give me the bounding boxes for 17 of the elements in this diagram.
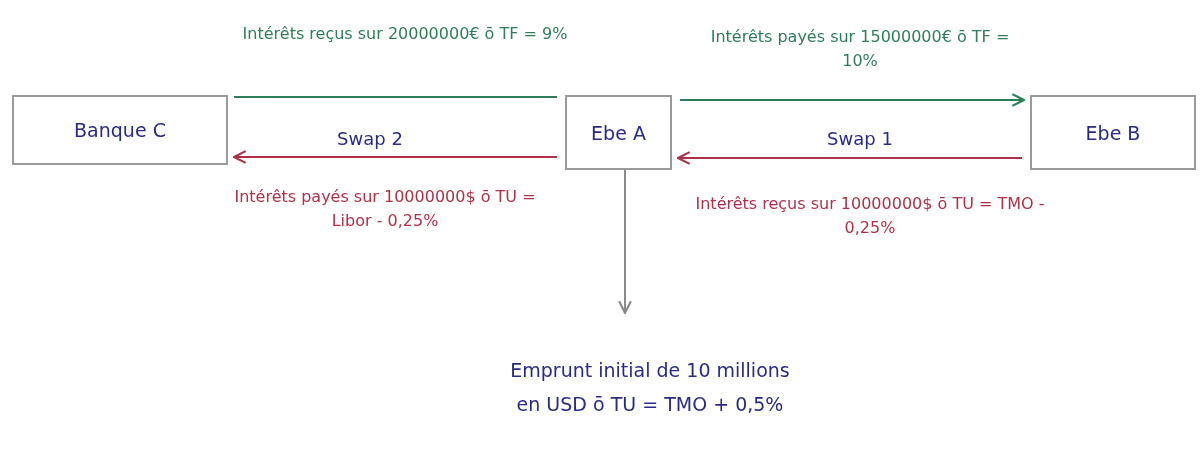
entity-box bbox=[565, 95, 672, 170]
edge-label: Intérêts payés sur 10000000$ ō TU = Libor - 0,25% bbox=[233, 186, 537, 232]
swap-label: Swap 1 bbox=[826, 128, 894, 149]
note-text: Emprunt initial de 10 millions en USD ō TU = TMO + 0,5% bbox=[509, 358, 791, 417]
entity-name: Banque C bbox=[74, 119, 166, 141]
edge-label: Intérêts reçus sur 10000000$ ō TU = TMO - 0,25% bbox=[694, 193, 1046, 239]
arrow bbox=[676, 151, 1023, 165]
arrow bbox=[679, 93, 1026, 107]
edge-label: Intérêts reçus sur 20000000€ ō TF = 9% bbox=[241, 23, 569, 45]
arrow bbox=[618, 169, 632, 315]
swap-label: Swap 2 bbox=[336, 128, 404, 149]
arrow bbox=[232, 150, 558, 164]
entity-box bbox=[12, 95, 228, 165]
entity-name: Ebe A bbox=[591, 121, 646, 144]
edge-label: Intérêts payés sur 15000000€ ō TF = 10% bbox=[709, 26, 1011, 72]
entity-box bbox=[1030, 95, 1196, 170]
entity-name: Ebe B bbox=[1085, 121, 1141, 144]
